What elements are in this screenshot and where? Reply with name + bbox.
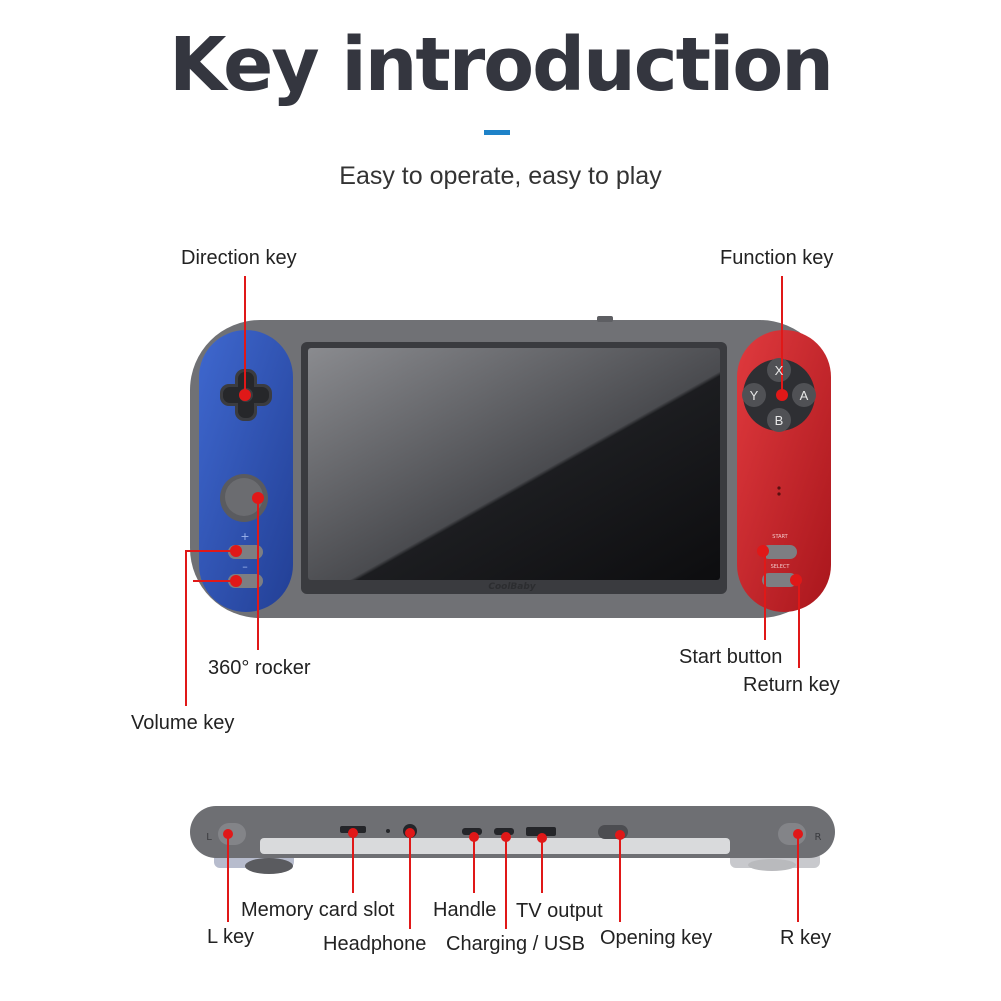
front-callout-dots (230, 389, 802, 587)
r-printed-text: R (815, 832, 822, 843)
label-start-button: Start button (679, 646, 783, 668)
l-printed-text: L (206, 832, 212, 843)
analog-stick (220, 474, 268, 522)
label-headphone: Headphone (323, 933, 427, 955)
top-vent (597, 316, 613, 322)
label-tv-output: TV output (516, 900, 603, 922)
page-title: Key introduction (169, 22, 834, 108)
start-printed-text: START (772, 534, 788, 540)
label-memory-card-slot: Memory card slot (241, 899, 395, 921)
select-printed-text: SELECT (771, 564, 791, 570)
face-button-a-label: A (800, 388, 809, 403)
label-l-key: L key (207, 926, 255, 948)
face-button-b-label: B (775, 413, 784, 428)
label-charging-usb: Charging / USB (446, 933, 585, 955)
tv-output-port (526, 827, 556, 836)
screen (308, 348, 720, 580)
label-direction-key: Direction key (181, 247, 297, 269)
label-function-key: Function key (720, 247, 834, 269)
bottom-callout-dots (223, 828, 803, 843)
title-accent-bar (484, 130, 510, 135)
label-opening-key: Opening key (600, 927, 713, 949)
volume-plus-glyph: + (240, 530, 249, 543)
label-return-key: Return key (743, 674, 840, 696)
start-key (762, 545, 797, 559)
stick-base-bottom (245, 858, 293, 874)
label-handle: Handle (433, 899, 497, 921)
face-button-x-label: X (775, 363, 784, 378)
bottom-edge-strip (260, 838, 730, 854)
label-360-rocker: 360° rocker (208, 657, 311, 679)
brand-logo-text: CoolBaby (488, 582, 536, 592)
face-button-y-label: Y (750, 388, 759, 403)
volume-minus-glyph: – (242, 560, 248, 573)
bottom-callout-lines (227, 833, 799, 929)
label-r-key: R key (780, 927, 832, 949)
label-volume-key: Volume key (131, 712, 235, 734)
select-key (762, 573, 797, 587)
console-bottom-illustration (190, 806, 835, 874)
page-subtitle: Easy to operate, easy to play (339, 162, 662, 190)
